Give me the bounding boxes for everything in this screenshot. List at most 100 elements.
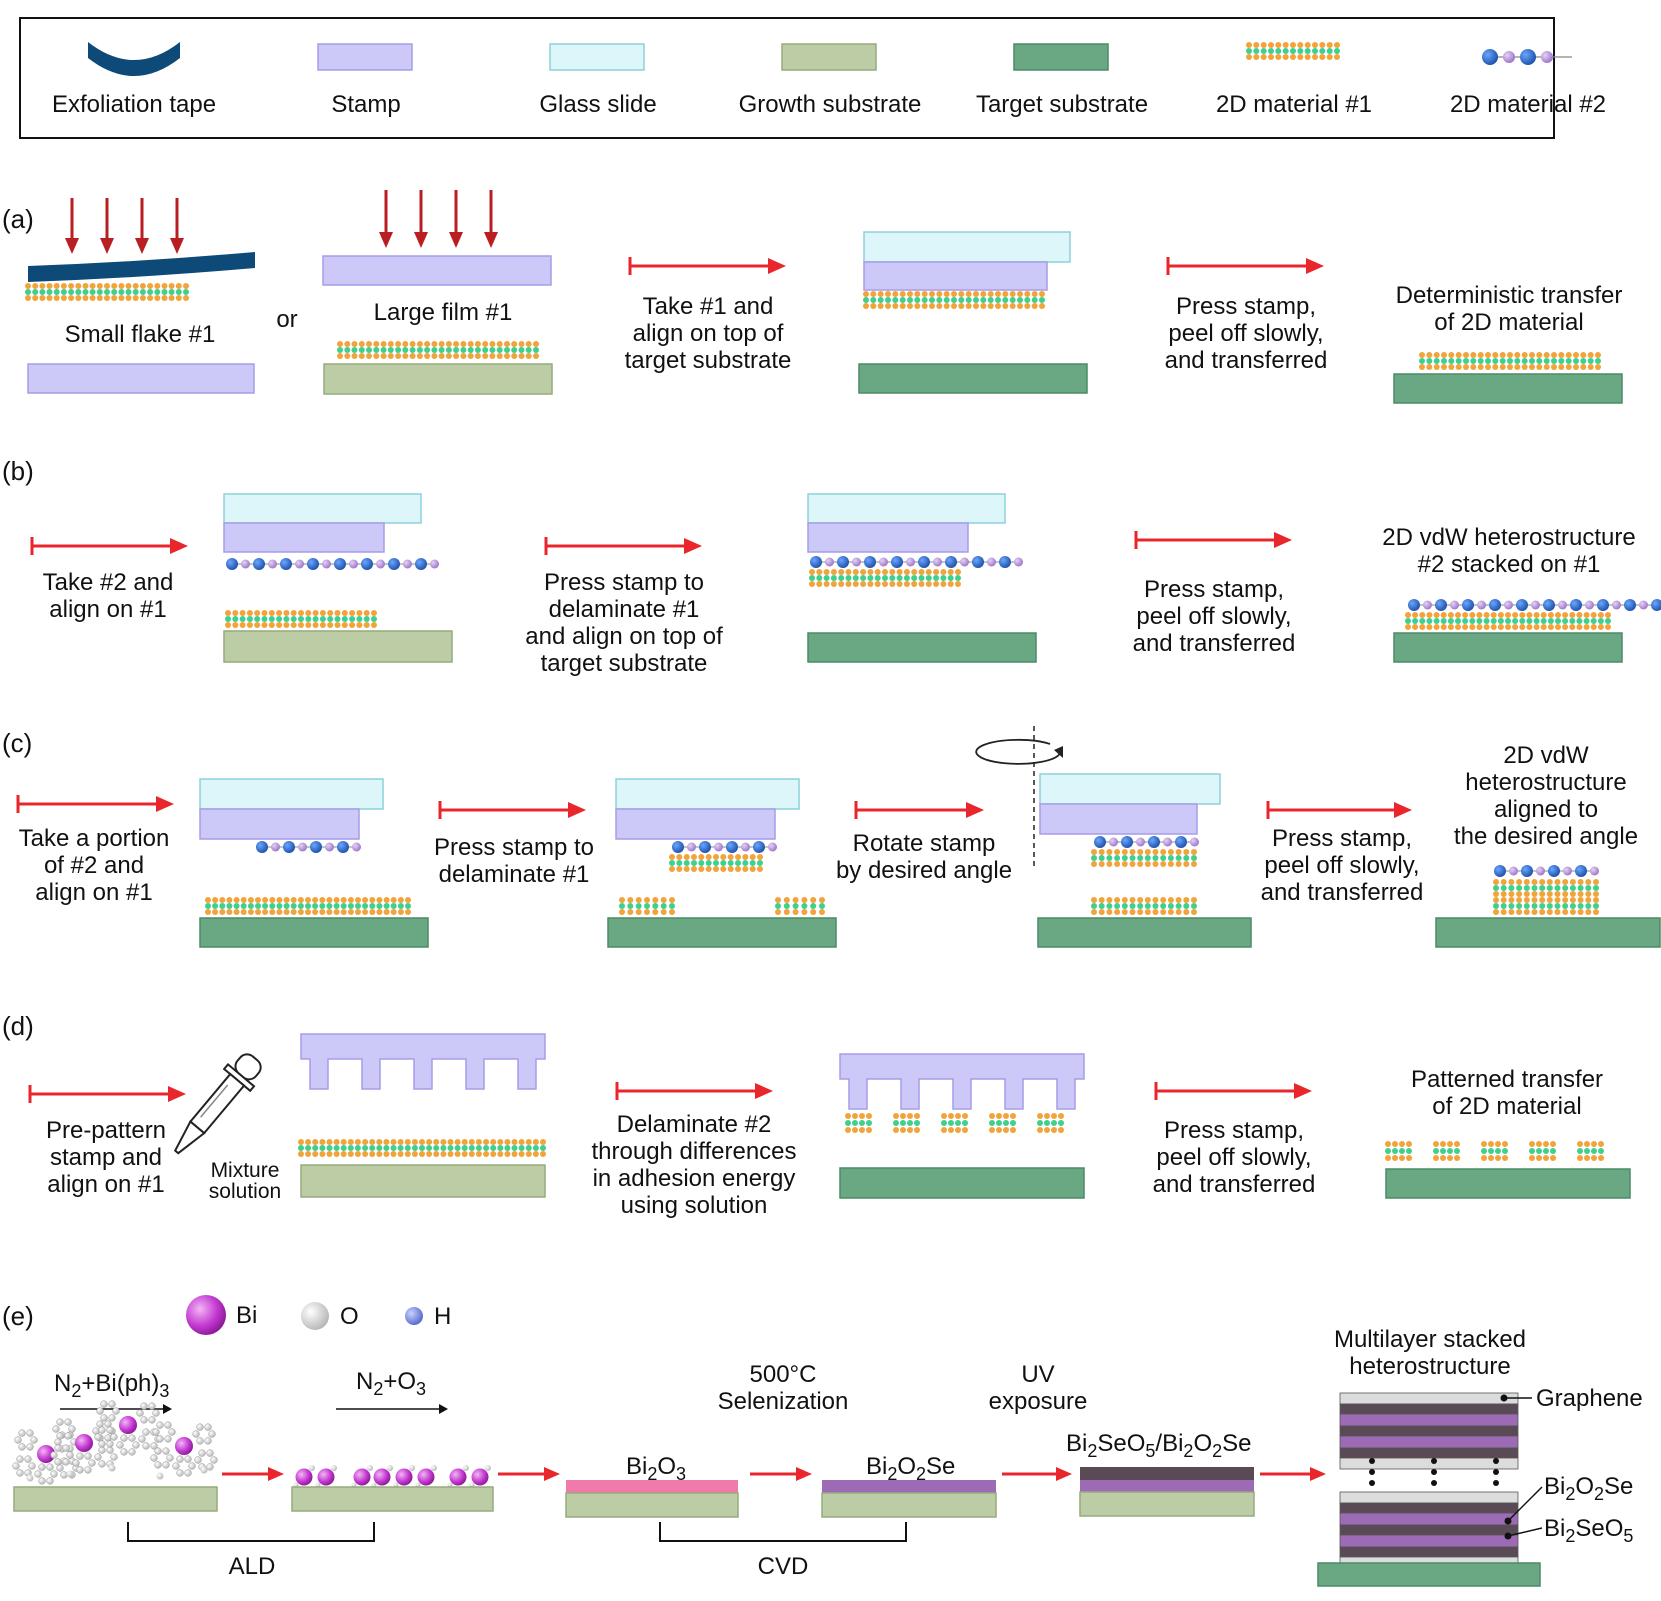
step-label: Press stamp,peel off slowly,and transfer… [1133, 576, 1296, 657]
precursor-2-label: N2+O3 [356, 1368, 426, 1399]
panel-c-label: (c) [2, 728, 32, 758]
step-label: Press stamp,peel off slowly,and transfer… [1261, 825, 1424, 906]
bi2seo5-pointer [1507, 1527, 1543, 1537]
2d-material-2-icon [1482, 49, 1572, 65]
text-line: of 2D material [1432, 1093, 1581, 1120]
target-substrate [839, 1167, 1085, 1199]
stamp [1039, 803, 1198, 835]
material-1 [775, 897, 825, 915]
rotation-icon [975, 726, 1063, 868]
text-line: Press stamp to [434, 834, 594, 861]
exfoliation-tape-icon [88, 42, 180, 76]
h-atom-icon [405, 1307, 423, 1325]
material-2 [1494, 865, 1599, 877]
text-line: Press stamp, [1176, 293, 1316, 320]
target-substrate-icon [1013, 43, 1109, 71]
pre-patterned-stamp [300, 1033, 546, 1090]
material-2 [1408, 599, 1661, 611]
glass-slide [615, 778, 800, 810]
legend-label-target-substrate: Target substrate [976, 91, 1148, 118]
patterned-flakes [1385, 1141, 1604, 1161]
growth-substrate [291, 1486, 494, 1512]
material-2 [1094, 836, 1199, 848]
glass-slide-icon [549, 43, 645, 71]
legend-label-stamp: Stamp [331, 91, 400, 118]
text-line: peel off slowly, [1264, 852, 1419, 879]
growth-substrate [300, 1164, 546, 1198]
target-substrate [807, 632, 1037, 663]
target-substrate [1385, 1168, 1631, 1199]
material-1 [1091, 897, 1197, 915]
bi2o3-label: Bi2O3 [626, 1453, 686, 1484]
process-arrow [1266, 801, 1412, 819]
text-line: heterostructure [1465, 769, 1626, 796]
text-line: by desired angle [836, 857, 1012, 884]
press-arrow [170, 198, 184, 254]
stamp [807, 522, 969, 553]
text-line: UV [1021, 1361, 1054, 1388]
text-line: stamp and [50, 1144, 162, 1171]
text-line: Take #2 and [43, 569, 174, 596]
legend-label-exfoliation-tape: Exfoliation tape [52, 91, 216, 118]
text-line: peel off slowly, [1156, 1144, 1311, 1171]
growth-substrate [821, 1492, 997, 1518]
dropper-icon [173, 1053, 262, 1155]
material-1 [1405, 612, 1611, 630]
text-line: Press stamp, [1144, 576, 1284, 603]
text-line: heterostructure [1349, 1353, 1510, 1380]
text-line: peel off slowly, [1136, 603, 1291, 630]
cvd-bracket [659, 1522, 907, 1542]
text-line: peel off slowly, [1168, 320, 1323, 347]
target-substrate [1393, 632, 1623, 663]
press-arrow [100, 198, 114, 254]
text-line: and transferred [1261, 879, 1424, 906]
panel-d-label: (d) [2, 1011, 34, 1041]
legend-label-2d-material-1: 2D material #1 [1216, 91, 1372, 118]
glass-slide [223, 493, 422, 524]
process-arrow [544, 537, 702, 555]
bi2o2se-stack-label: Bi2O2Se [1544, 1473, 1633, 1504]
press-arrow [484, 190, 498, 248]
text-line: Press stamp, [1272, 825, 1412, 852]
panel-a: (a) Small flake #1 or Large film #1 Take… [2, 190, 1623, 404]
process-arrow [1154, 1082, 1312, 1100]
growth-substrate [1079, 1491, 1255, 1517]
text-line: through differences [591, 1138, 796, 1165]
process-arrow [615, 1082, 773, 1100]
step-label: Press stamp,peel off slowly,and transfer… [1153, 1117, 1316, 1198]
text-line: target substrate [541, 650, 708, 677]
text-line: 2D vdW heterostructure [1382, 524, 1635, 551]
text-line: in adhesion energy [593, 1165, 796, 1192]
process-arrow [28, 1085, 186, 1103]
target-substrate [607, 917, 837, 948]
bi2seo5-stack-label: Bi2SeO5 [1544, 1515, 1633, 1546]
text-line: Press stamp, [1164, 1117, 1304, 1144]
text-line: Delaminate #2 [617, 1111, 772, 1138]
legend-label-glass-slide: Glass slide [539, 91, 656, 118]
press-arrow [449, 190, 463, 248]
material-1 [205, 897, 411, 915]
glass-slide [863, 231, 1071, 263]
process-arrow [30, 537, 188, 555]
process-arrow [1002, 1467, 1072, 1481]
graphene-label: Graphene [1536, 1385, 1643, 1412]
text-line: 2D vdW [1503, 742, 1589, 769]
process-arrow [750, 1467, 812, 1481]
process-arrow [628, 257, 786, 275]
bi2seo5-bi2o2se-label: Bi2SeO5/Bi2O2Se [1066, 1430, 1251, 1461]
stamp [615, 808, 776, 840]
text-line: Press stamp to [544, 569, 704, 596]
bi2o2se-pointer [1507, 1486, 1543, 1522]
glass-slide [807, 493, 1006, 524]
material-2 [672, 841, 777, 853]
step-label: Press stamp,peel off slowly,and transfer… [1165, 293, 1328, 374]
text-line: exposure [989, 1388, 1088, 1415]
legend: Exfoliation tape Stamp Glass slide Growt… [19, 17, 1606, 139]
